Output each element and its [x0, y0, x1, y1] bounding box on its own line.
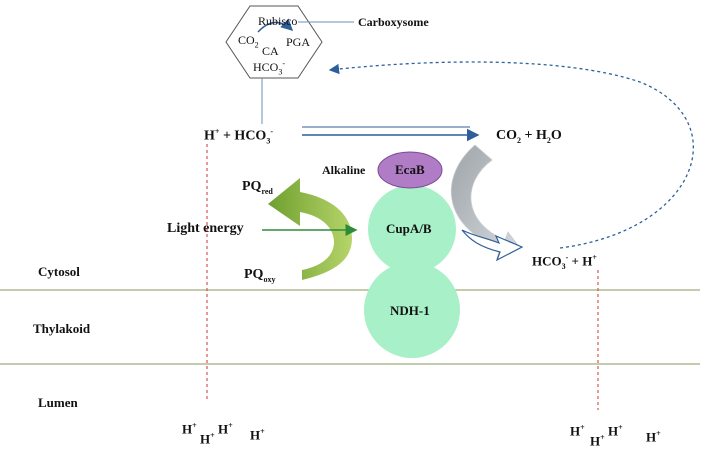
carboxysome-pga-label: PGA — [286, 35, 311, 49]
proton-label: H+ — [590, 433, 605, 449]
conversion-open-arrowhead — [461, 229, 524, 262]
carboxysome-hexagon — [225, 5, 323, 79]
cupab-label: CupA/B — [386, 221, 432, 236]
alkaline-label: Alkaline — [322, 163, 366, 177]
lumen-label: Lumen — [38, 395, 78, 410]
proton-label: H+ — [200, 431, 215, 447]
carboxysome-label: Carboxysome — [358, 15, 429, 29]
carboxysome-ca-label: CA — [262, 44, 279, 58]
rubisco-label: Rubisco — [258, 14, 298, 28]
proton-label: H+ — [608, 423, 623, 439]
proton-label: H+ — [570, 423, 585, 439]
reaction-right-label: CO2 + H2O — [496, 128, 562, 145]
pq-red-label: PQred — [242, 179, 273, 196]
cupab-circle — [368, 185, 456, 273]
light-energy-label: Light energy — [167, 221, 244, 236]
hco3-return-dotted-arrow — [328, 61, 694, 249]
carboxysome-hco3-label: HCO3- — [253, 59, 286, 77]
proton-label: H+ — [646, 429, 661, 445]
carboxysome-co2-label: CO2 — [238, 33, 259, 50]
pq-oxy-label: PQoxy — [244, 267, 276, 284]
rubisco-arrow — [257, 18, 294, 33]
proton-label: H+ — [218, 421, 233, 437]
cytosol-label: Cytosol — [38, 264, 80, 279]
proton-label: H+ — [250, 427, 265, 443]
proton-label: H+ — [182, 421, 197, 437]
ndh1-label: NDH-1 — [390, 303, 430, 318]
ecab-ellipse — [377, 151, 443, 189]
thylakoid-label: Thylakoid — [33, 321, 91, 336]
reaction-left-label: H+ + HCO3- — [204, 127, 273, 146]
hco3-h-label: HCO3- + H+ — [532, 253, 597, 271]
pq-curved-arrow — [268, 178, 352, 280]
ecab-label: EcaB — [395, 162, 425, 177]
ndh1-circle — [364, 262, 460, 358]
